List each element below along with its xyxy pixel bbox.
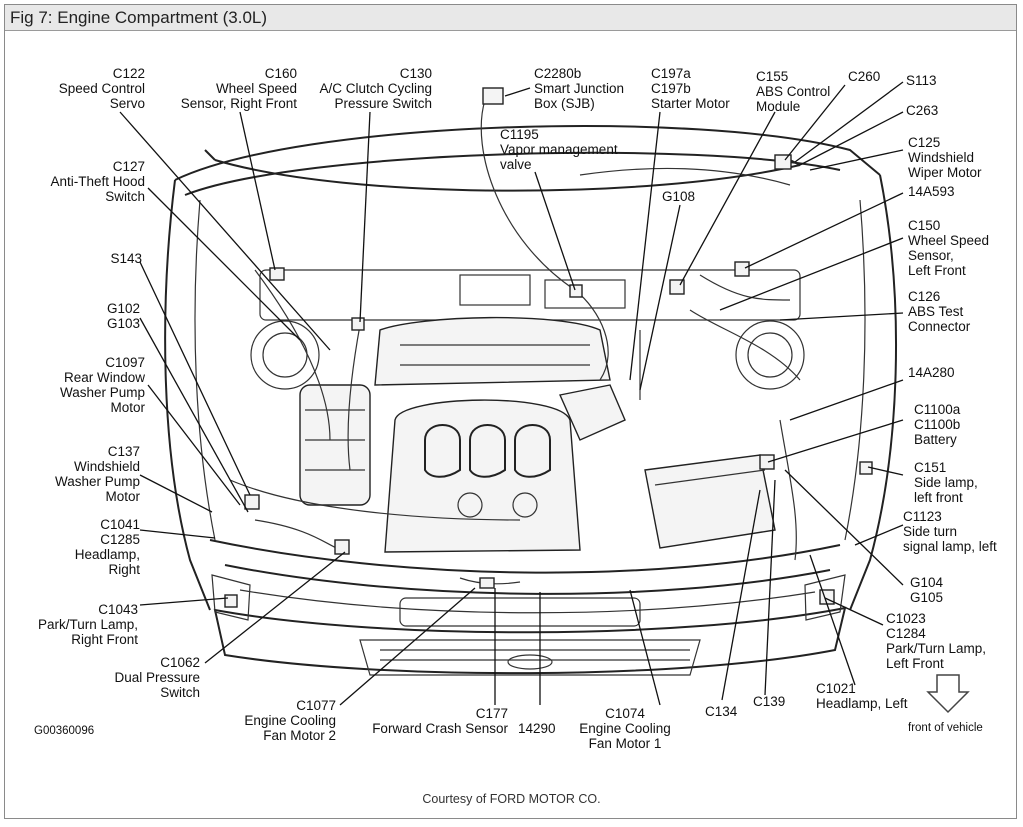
callout-c260: C260 [848, 69, 880, 84]
courtesy-credit: Courtesy of FORD MOTOR CO. [422, 792, 601, 806]
callout-c263: C263 [906, 103, 938, 118]
callout-14290: 14290 [518, 721, 556, 736]
engine-bay-drawing [164, 87, 897, 676]
figure-title: Fig 7: Engine Compartment (3.0L) [10, 8, 268, 27]
front-arrow-icon [926, 674, 970, 714]
callout-c134: C134 [705, 704, 738, 719]
callout-s143: S143 [110, 251, 142, 266]
callout-14a593: 14A593 [908, 184, 955, 199]
leader-lines [119, 81, 904, 706]
callout-g108: G108 [662, 189, 695, 204]
title-bar [5, 5, 1016, 31]
callout-14a280: 14A280 [908, 365, 955, 380]
figure-id: G00360096 [34, 725, 94, 737]
callout-s113: S113 [906, 73, 937, 88]
front-of-vehicle-label: front of vehicle [908, 722, 983, 734]
callout-c139: C139 [753, 694, 785, 709]
